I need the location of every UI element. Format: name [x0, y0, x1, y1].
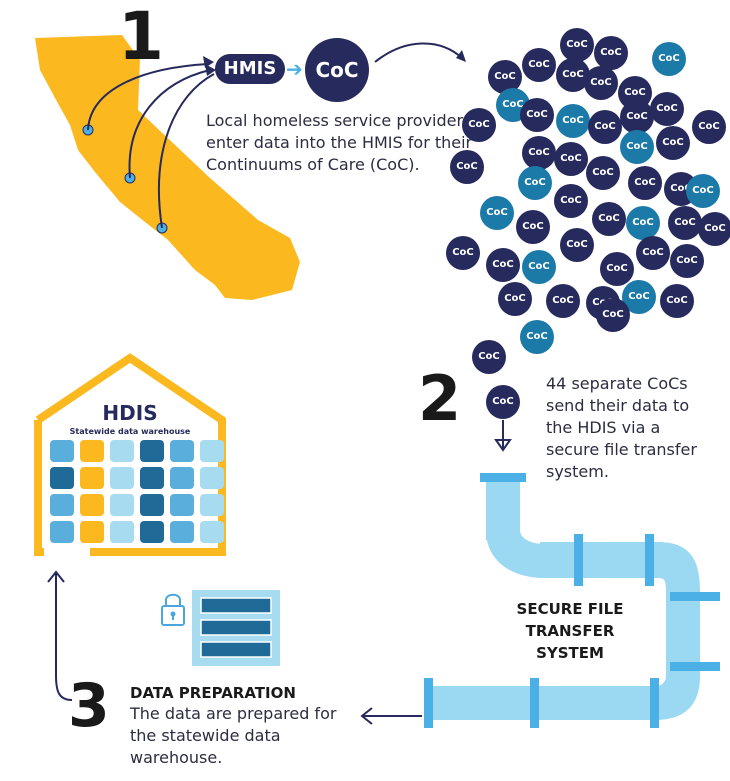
arrow-up-icon	[47, 570, 65, 583]
coc-cluster-item: CoC	[660, 284, 694, 318]
coc-cluster-item: CoC	[698, 212, 730, 246]
step-2-number: 2	[418, 362, 462, 435]
coc-cluster-item: CoC	[480, 196, 514, 230]
warehouse-title: HDIS	[102, 401, 158, 425]
coc-cluster-item: CoC	[560, 228, 594, 262]
data-grid-cell	[200, 467, 224, 489]
data-grid-cell	[110, 521, 134, 543]
coc-cluster-item: CoC	[626, 206, 660, 240]
data-grid-cell	[200, 440, 224, 462]
coc-cluster-item: CoC	[586, 156, 620, 190]
coc-sender-badge: CoC	[486, 385, 520, 419]
coc-cluster-item: CoC	[686, 174, 720, 208]
data-grid-cell	[80, 521, 104, 543]
step-3-description: The data are prepared for the statewide …	[130, 704, 337, 767]
coc-cluster-item: CoC	[692, 110, 726, 144]
coc-cluster-item: CoC	[588, 110, 622, 144]
warehouse-subtitle: Statewide data warehouse	[69, 427, 191, 436]
step-3-number: 3	[68, 671, 110, 741]
data-grid-cell	[140, 467, 164, 489]
data-grid-cell	[110, 494, 134, 516]
arrow-left-icon	[360, 707, 373, 725]
coc-cluster-item: CoC	[556, 104, 590, 138]
coc-cluster-item: CoC	[670, 244, 704, 278]
step-1-number: 1	[118, 0, 164, 75]
coc-cluster-item: CoC	[446, 236, 480, 270]
data-grid-cell	[80, 467, 104, 489]
data-grid-cell	[140, 440, 164, 462]
lock-icon	[161, 593, 185, 626]
data-grid-cell	[50, 440, 74, 462]
warehouse-building	[34, 353, 226, 556]
coc-cluster-item: CoC	[554, 142, 588, 176]
coc-cluster-item: CoC	[560, 28, 594, 62]
coc-cluster-item: CoC	[650, 92, 684, 126]
coc-to-cluster-arrow	[374, 42, 463, 63]
coc-cluster-item: CoC	[498, 282, 532, 316]
coc-cluster-item: CoC	[462, 108, 496, 142]
coc-cluster-item: CoC	[656, 126, 690, 160]
warehouse-data-grid	[50, 440, 224, 543]
data-grid-cell	[50, 521, 74, 543]
data-grid-cell	[80, 494, 104, 516]
coc-main-badge: CoC	[305, 38, 369, 102]
coc-cluster-item: CoC	[594, 36, 628, 70]
coc-cluster-item: CoC	[518, 166, 552, 200]
data-grid-cell	[50, 494, 74, 516]
hmis-badge: HMIS	[215, 54, 285, 84]
coc-cluster-item: CoC	[520, 98, 554, 132]
data-grid-cell	[170, 467, 194, 489]
coc-cluster-item: CoC	[636, 236, 670, 270]
pipe-label: SECURE FILE TRANSFER SYSTEM	[516, 600, 624, 662]
server-icon	[192, 590, 280, 666]
coc-cluster-item: CoC	[520, 320, 554, 354]
coc-cluster-item: CoC	[628, 166, 662, 200]
data-grid-cell	[140, 521, 164, 543]
coc-cluster-item: CoC	[620, 100, 654, 134]
coc-cluster-item: CoC	[522, 250, 556, 284]
data-grid-cell	[50, 467, 74, 489]
california-map	[35, 35, 300, 300]
coc-cluster-item: CoC	[652, 42, 686, 76]
step-1-description: Local homeless service providers enter d…	[206, 111, 473, 174]
data-grid-cell	[200, 521, 224, 543]
coc-cluster-item: CoC	[584, 66, 618, 100]
data-grid-cell	[170, 521, 194, 543]
coc-cluster-item: CoC	[668, 206, 702, 240]
data-grid-cell	[170, 440, 194, 462]
arrow-down-icon	[494, 439, 512, 452]
data-grid-cell	[200, 494, 224, 516]
data-grid-cell	[110, 467, 134, 489]
provider-arrow	[158, 73, 215, 229]
coc-cluster-item: CoC	[554, 184, 588, 218]
coc-cluster-item: CoC	[592, 202, 626, 236]
data-grid-cell	[110, 440, 134, 462]
coc-cluster-item: CoC	[522, 48, 556, 82]
data-grid-cell	[80, 440, 104, 462]
step-2-description: 44 separate CoCs send their data to the …	[546, 374, 697, 481]
data-grid-cell	[140, 494, 164, 516]
coc-cluster-item: CoC	[472, 340, 506, 374]
arrow-right-icon: ➔	[286, 57, 303, 81]
coc-cluster-item: CoC	[596, 298, 630, 332]
provider-arrow	[87, 63, 209, 131]
coc-cluster-item: CoC	[600, 252, 634, 286]
coc-cluster-item: CoC	[522, 136, 556, 170]
coc-cluster-item: CoC	[450, 150, 484, 184]
transfer-pipe	[424, 473, 720, 728]
coc-cluster-item: CoC	[516, 210, 550, 244]
data-grid-cell	[170, 494, 194, 516]
step-3-title: DATA PREPARATION	[130, 684, 296, 702]
coc-cluster-item: CoC	[486, 248, 520, 282]
coc-cluster-item: CoC	[620, 130, 654, 164]
coc-cluster-item: CoC	[546, 284, 580, 318]
provider-arrow	[128, 69, 211, 179]
